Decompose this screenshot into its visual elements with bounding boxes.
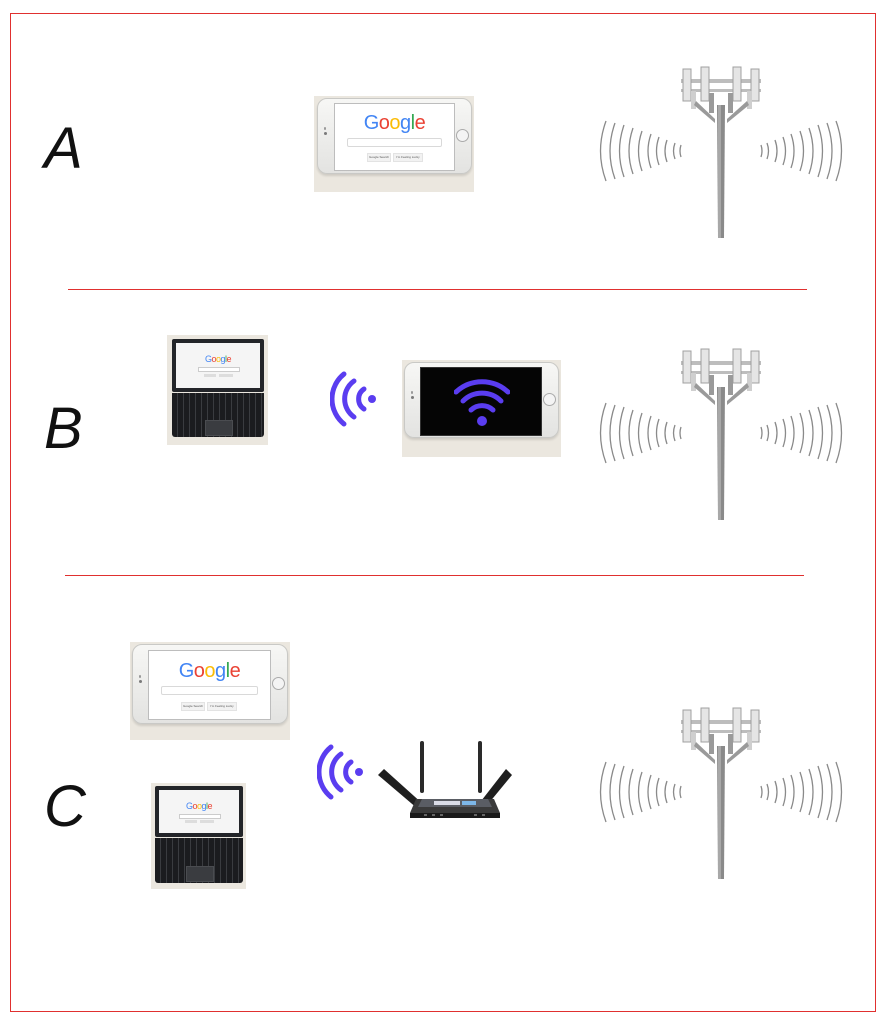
google-logo: Google bbox=[178, 660, 241, 682]
divider-bc bbox=[65, 575, 804, 576]
scenario-label-b: B bbox=[44, 396, 83, 461]
radio-waves-icon bbox=[599, 120, 843, 182]
smartphone-hotspot bbox=[402, 360, 561, 457]
phone-screen bbox=[420, 367, 542, 436]
google-search-button[interactable]: Google Search bbox=[181, 702, 205, 711]
home-button bbox=[543, 393, 556, 406]
smartphone-google: Google Google Search I'm Feeling Lucky bbox=[130, 642, 290, 740]
tower-mast bbox=[681, 707, 761, 879]
touchpad bbox=[205, 420, 233, 436]
laptop-screen: Google bbox=[159, 790, 239, 833]
radio-waves-icon bbox=[599, 402, 843, 464]
cell-tower-icon bbox=[599, 348, 843, 520]
feeling-lucky-button[interactable]: I'm Feeling Lucky bbox=[393, 153, 423, 162]
scenario-label-a: A bbox=[44, 116, 83, 181]
google-logo: Google bbox=[185, 801, 213, 811]
wifi-signal-icon bbox=[330, 371, 376, 427]
feeling-lucky-button[interactable]: I'm Feeling Lucky bbox=[207, 702, 237, 711]
phone-screen: Google Google Search I'm Feeling Lucky bbox=[148, 650, 271, 720]
wifi-signal-icon bbox=[317, 744, 363, 800]
cell-tower-icon bbox=[599, 707, 843, 879]
touchpad bbox=[186, 866, 214, 882]
wifi-icon bbox=[454, 379, 510, 426]
divider-ab bbox=[68, 289, 807, 290]
tower-mast bbox=[681, 348, 761, 520]
home-button bbox=[456, 129, 469, 142]
search-input[interactable] bbox=[347, 138, 442, 147]
search-input[interactable] bbox=[161, 686, 258, 695]
antenna-icon bbox=[378, 741, 512, 809]
scenario-label-c: C bbox=[44, 774, 86, 839]
keyboard bbox=[155, 838, 243, 883]
google-search-button[interactable]: Google Search bbox=[367, 153, 391, 162]
radio-waves-icon bbox=[599, 761, 843, 823]
google-logo: Google bbox=[363, 112, 426, 134]
home-button bbox=[272, 677, 285, 690]
router bbox=[378, 741, 512, 818]
keyboard bbox=[172, 393, 264, 437]
cell-tower-icon bbox=[599, 66, 843, 238]
smartphone-google: Google Google Search I'm Feeling Lucky bbox=[314, 96, 474, 192]
google-logo: Google bbox=[204, 354, 232, 364]
laptop: Google bbox=[167, 335, 268, 445]
laptop: Google bbox=[151, 783, 246, 889]
tower-mast bbox=[681, 66, 761, 238]
diagram-frame bbox=[10, 13, 876, 1012]
laptop-screen: Google bbox=[176, 343, 260, 388]
phone-screen: Google Google Search I'm Feeling Lucky bbox=[334, 103, 455, 171]
